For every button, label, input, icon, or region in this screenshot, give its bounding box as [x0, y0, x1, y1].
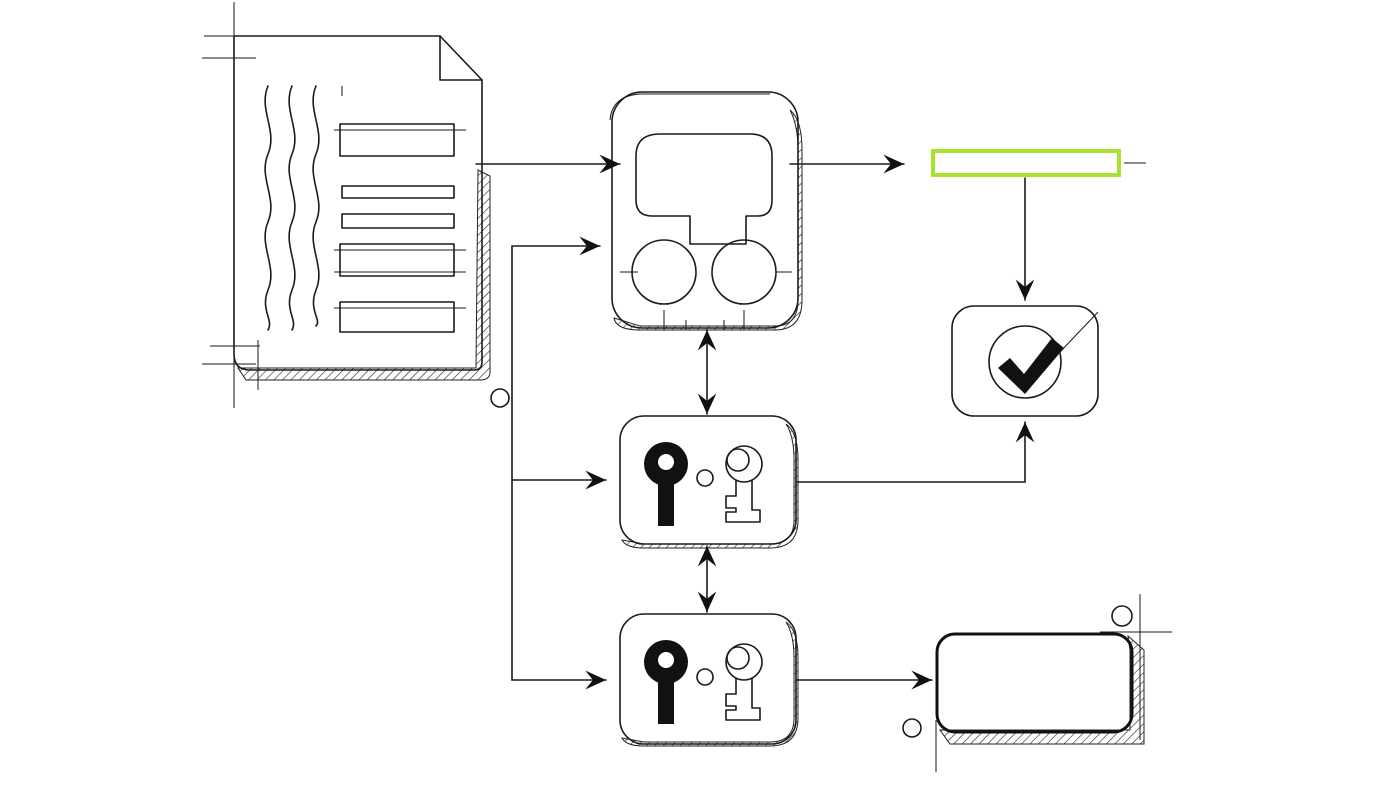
checkmark-icon: [951, 305, 1099, 417]
processor-chip-icon: [609, 91, 803, 331]
document-icon: [202, 2, 491, 408]
connectors: [475, 154, 1035, 690]
key-pair-icon-bottom: [619, 613, 799, 747]
junction-circle: [490, 388, 510, 408]
key-pair-icon-top: [619, 415, 799, 549]
highlighted-field-icon: [931, 149, 1146, 177]
edge-keypair-verification: [795, 421, 1035, 483]
empty-box-icon: [902, 594, 1172, 772]
